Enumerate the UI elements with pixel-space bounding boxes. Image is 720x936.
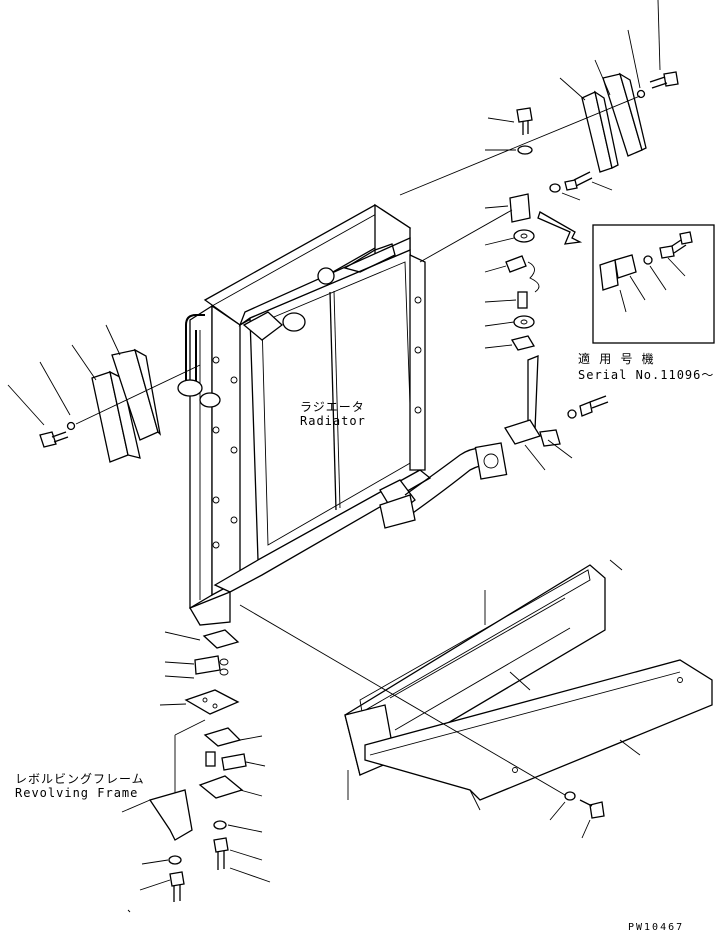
left-stay-parts (7, 324, 201, 463)
undercovers (239, 559, 713, 839)
radiator-label-en: Radiator (300, 414, 366, 428)
mount-parts (121, 629, 271, 913)
serial-label-jp: 適 用 号 機 (578, 352, 655, 366)
radiator-label-jp: ラジエータ (300, 400, 365, 414)
drawing-code: PW10467 (628, 922, 685, 933)
frame-label-jp: レボルビングフレーム (15, 772, 145, 786)
serial-label-en: Serial No.11096～ (578, 368, 715, 382)
outlet-bracket (504, 355, 609, 471)
radiator-assembly (177, 203, 508, 626)
frame-label-en: Revolving Frame (15, 786, 139, 800)
detail-inset (592, 224, 715, 344)
right-stay-parts (399, 0, 679, 351)
